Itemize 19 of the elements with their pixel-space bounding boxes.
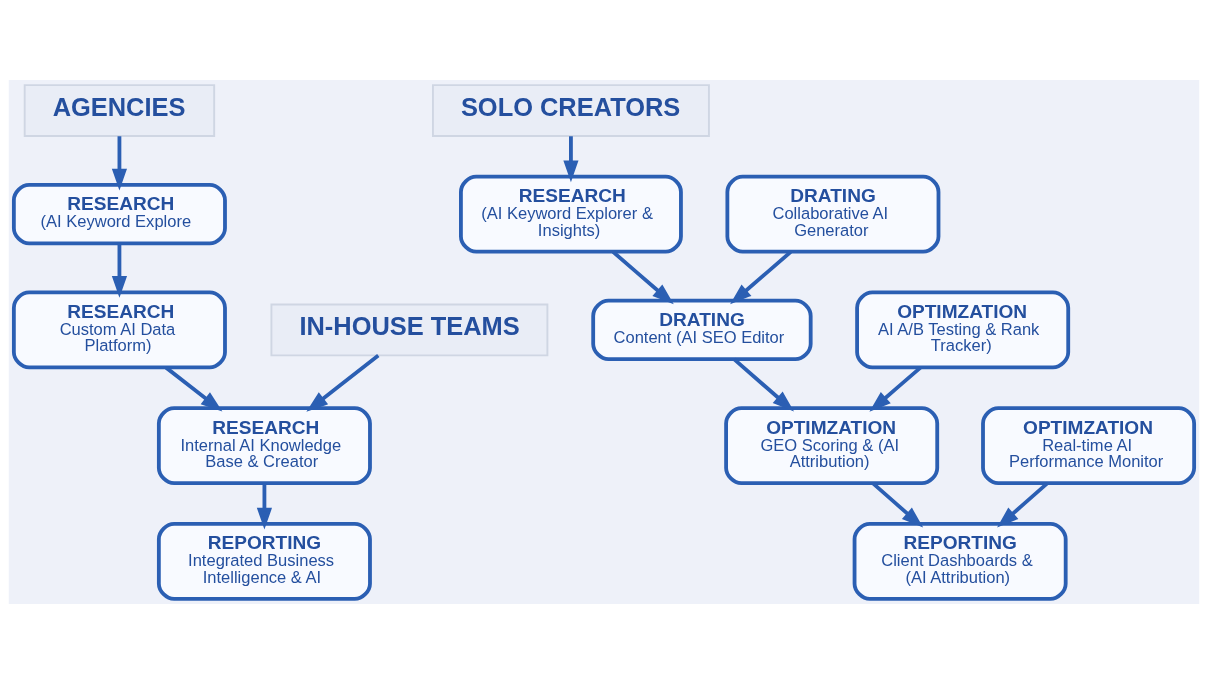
node-box: OPTIMZATION GEO Scoring & (AI Attribution) [724,405,940,485]
node-box: OPTIMZATION Real-time AI Performance Monitor [981,405,1197,485]
node-box: OPTIMZATION AI A/B Testing & Rank Tracker) [855,290,1071,369]
node-box: DRATING Content (AI SEO Editor [591,298,813,361]
node-box: REPORTING Integrated Business Intelligence & AI [156,521,372,601]
node-box: RESEARCH (AI Keyword Explore [11,182,227,245]
node-box: AGENCIES [23,83,216,137]
arrow [111,135,127,190]
node-box: REPORTING Client Dashboards & (AI Attribution) [852,521,1068,601]
node-box: IN-HOUSE TEAMS [270,303,549,356]
node-box: RESEARCH Internal AI Knowledge Base & Creator [156,405,372,485]
arrow [111,242,127,298]
node-box: SOLO CREATORS [432,83,710,137]
node-box: RESEARCH Custom AI Data Platform) [11,290,227,369]
arrow [256,482,272,530]
node-box: RESEARCH (AI Keyword Explorer & Insights) [459,174,683,254]
arrow [306,353,380,412]
node-box: DRATING Collaborative AI Generator [725,174,941,254]
arrow [563,135,579,182]
